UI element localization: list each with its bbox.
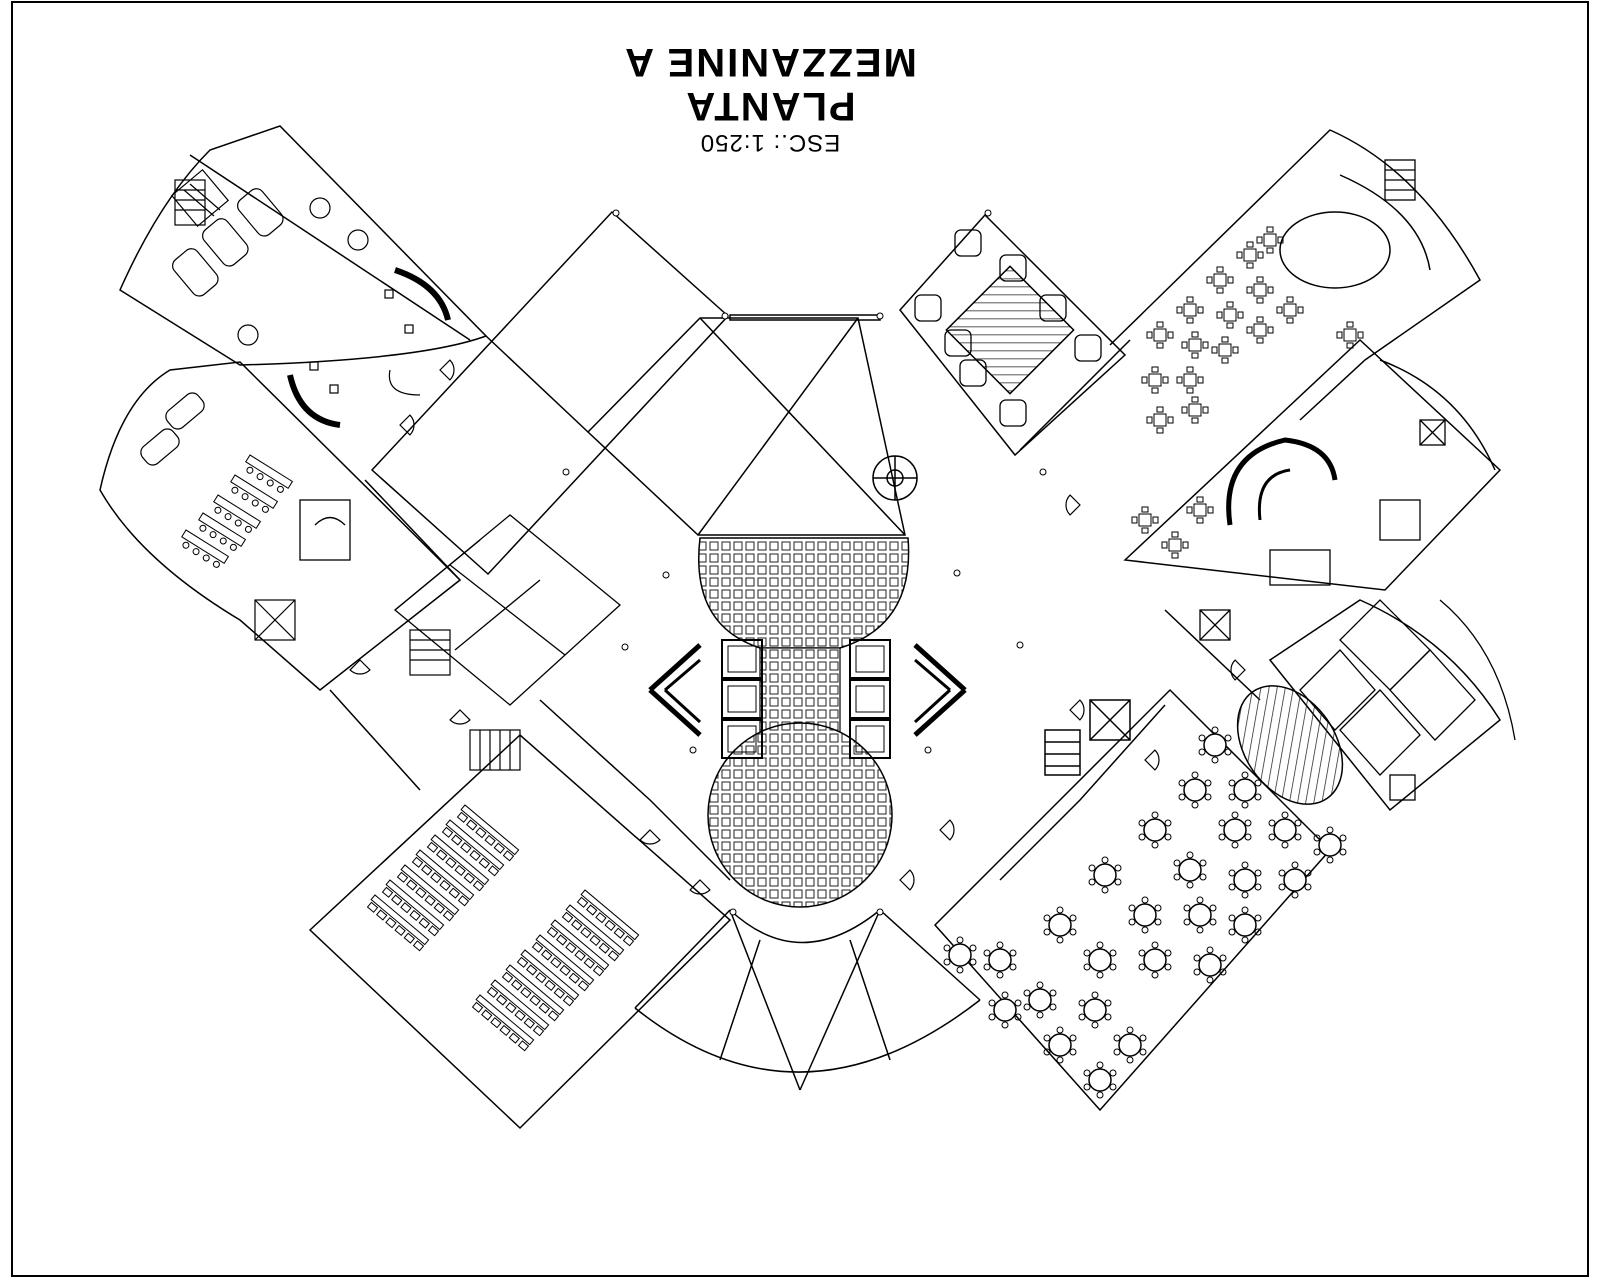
- restaurant-tables-upper: [1131, 226, 1364, 559]
- wing-lower-right: [933, 599, 1501, 1112]
- elevator-banks: [721, 639, 891, 759]
- drawing-title-block: ESC.: 1:250 PLANTA MEZZANINE A: [560, 10, 980, 160]
- service-rooms-right: [1299, 599, 1516, 801]
- office-block-left: [299, 499, 621, 706]
- auditorium-seating: [365, 804, 640, 1052]
- kitchen-block: [1199, 159, 1446, 641]
- bar-counter: [1226, 174, 1431, 526]
- wing-lower-left: [308, 689, 732, 1130]
- checker-floor: [698, 537, 910, 908]
- computer-lab-desks: [177, 454, 293, 571]
- central-atrium: [586, 314, 918, 536]
- entrance-canopy: [634, 909, 981, 1091]
- wing-upper-left: [99, 125, 730, 691]
- stair-core-left: [174, 179, 521, 771]
- wing-upper-right: [899, 129, 1502, 591]
- lounge-booths: [914, 229, 1102, 427]
- sheet-border: [11, 1, 1589, 1277]
- drawing-scale: ESC.: 1:250: [699, 129, 841, 156]
- atrium-benches: [648, 643, 967, 737]
- drawing-title-line2: MEZZANINE A: [623, 40, 917, 84]
- corridors: [364, 335, 1261, 881]
- gym-equipment: [170, 168, 369, 346]
- lounge-furniture: [140, 267, 451, 466]
- columns: [562, 209, 1047, 916]
- drawing-title-line1: PLANTA: [684, 84, 856, 128]
